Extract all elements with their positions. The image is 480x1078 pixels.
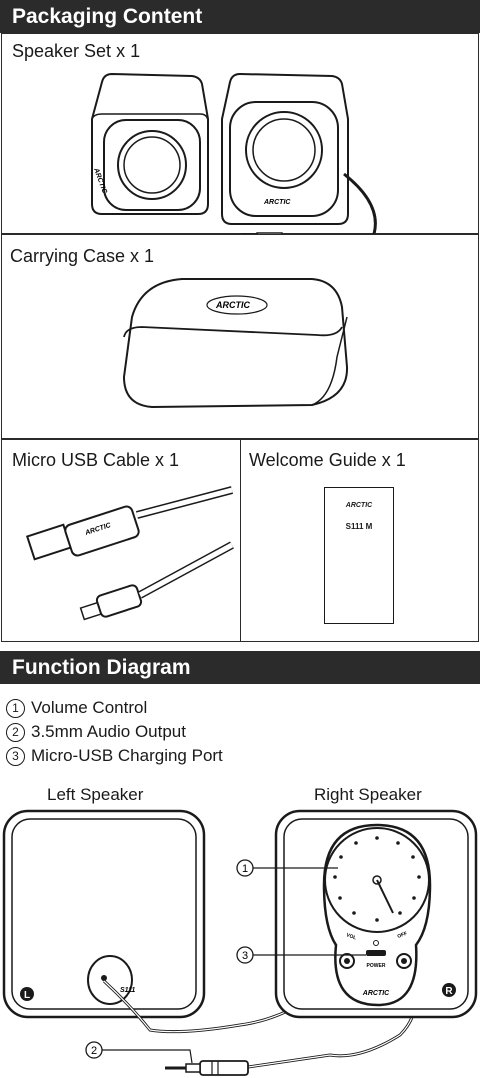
right-badge: R: [445, 986, 453, 997]
guide-brand: ARCTIC: [345, 502, 373, 509]
carrying-case-label: Carrying Case x 1: [10, 246, 155, 266]
speaker-set-label: Speaker Set x 1: [12, 41, 141, 61]
function-diagram-header: Function Diagram: [0, 651, 480, 684]
function-diagram-illustration: L S111 R VOL OFF POWER ARCTIC 1 3 2: [2, 809, 478, 1076]
volume-dial-dots: [333, 836, 421, 922]
item-number: 2: [6, 723, 25, 742]
right-speaker-label: Right Speaker: [314, 785, 422, 804]
callout-1: 1: [242, 863, 248, 875]
left-model: S111: [120, 987, 135, 994]
carrying-case-illustration: ARCTIC: [122, 278, 349, 409]
speaker-set-illustration: ARCTIC ARCTIC: [91, 72, 377, 234]
guide-model: S111 M: [345, 522, 373, 531]
welcome-guide-booklet: ARCTIC S111 M: [324, 487, 394, 624]
speaker-set-panel: Speaker Set x 1 ARCTIC ARCTIC: [1, 33, 479, 234]
left-speaker-label: Left Speaker: [47, 785, 144, 804]
item-text: Micro-USB Charging Port: [31, 746, 223, 765]
vol-label: VOL: [345, 932, 357, 941]
welcome-guide-label: Welcome Guide x 1: [249, 450, 406, 470]
usb-cable-illustration: ARCTIC: [25, 486, 234, 621]
left-badge: L: [24, 990, 30, 1001]
usb-cable-label: Micro USB Cable x 1: [12, 450, 180, 470]
usb-cable-panel: Micro USB Cable x 1 ARCTIC: [1, 439, 241, 642]
case-brand: ARCTIC: [215, 300, 250, 310]
function-item-charging-port: 3 Micro-USB Charging Port: [6, 746, 223, 766]
packaging-content-header: Packaging Content: [0, 0, 480, 33]
item-text: Volume Control: [31, 698, 148, 717]
carrying-case-panel: Carrying Case x 1 ARCTIC: [1, 234, 479, 439]
power-label: POWER: [367, 963, 386, 969]
off-label: OFF: [397, 931, 408, 940]
callout-2: 2: [91, 1045, 97, 1057]
item-text: 3.5mm Audio Output: [31, 722, 186, 741]
function-item-audio-output: 2 3.5mm Audio Output: [6, 722, 186, 742]
callout-3: 3: [242, 950, 248, 962]
welcome-guide-panel: Welcome Guide x 1 ARCTIC S111 M: [240, 439, 479, 642]
right-speaker-brand-back: ARCTIC: [362, 990, 390, 997]
item-number: 3: [6, 747, 25, 766]
item-number: 1: [6, 699, 25, 718]
function-item-volume: 1 Volume Control: [6, 698, 147, 718]
right-speaker-brand: ARCTIC: [263, 199, 291, 206]
